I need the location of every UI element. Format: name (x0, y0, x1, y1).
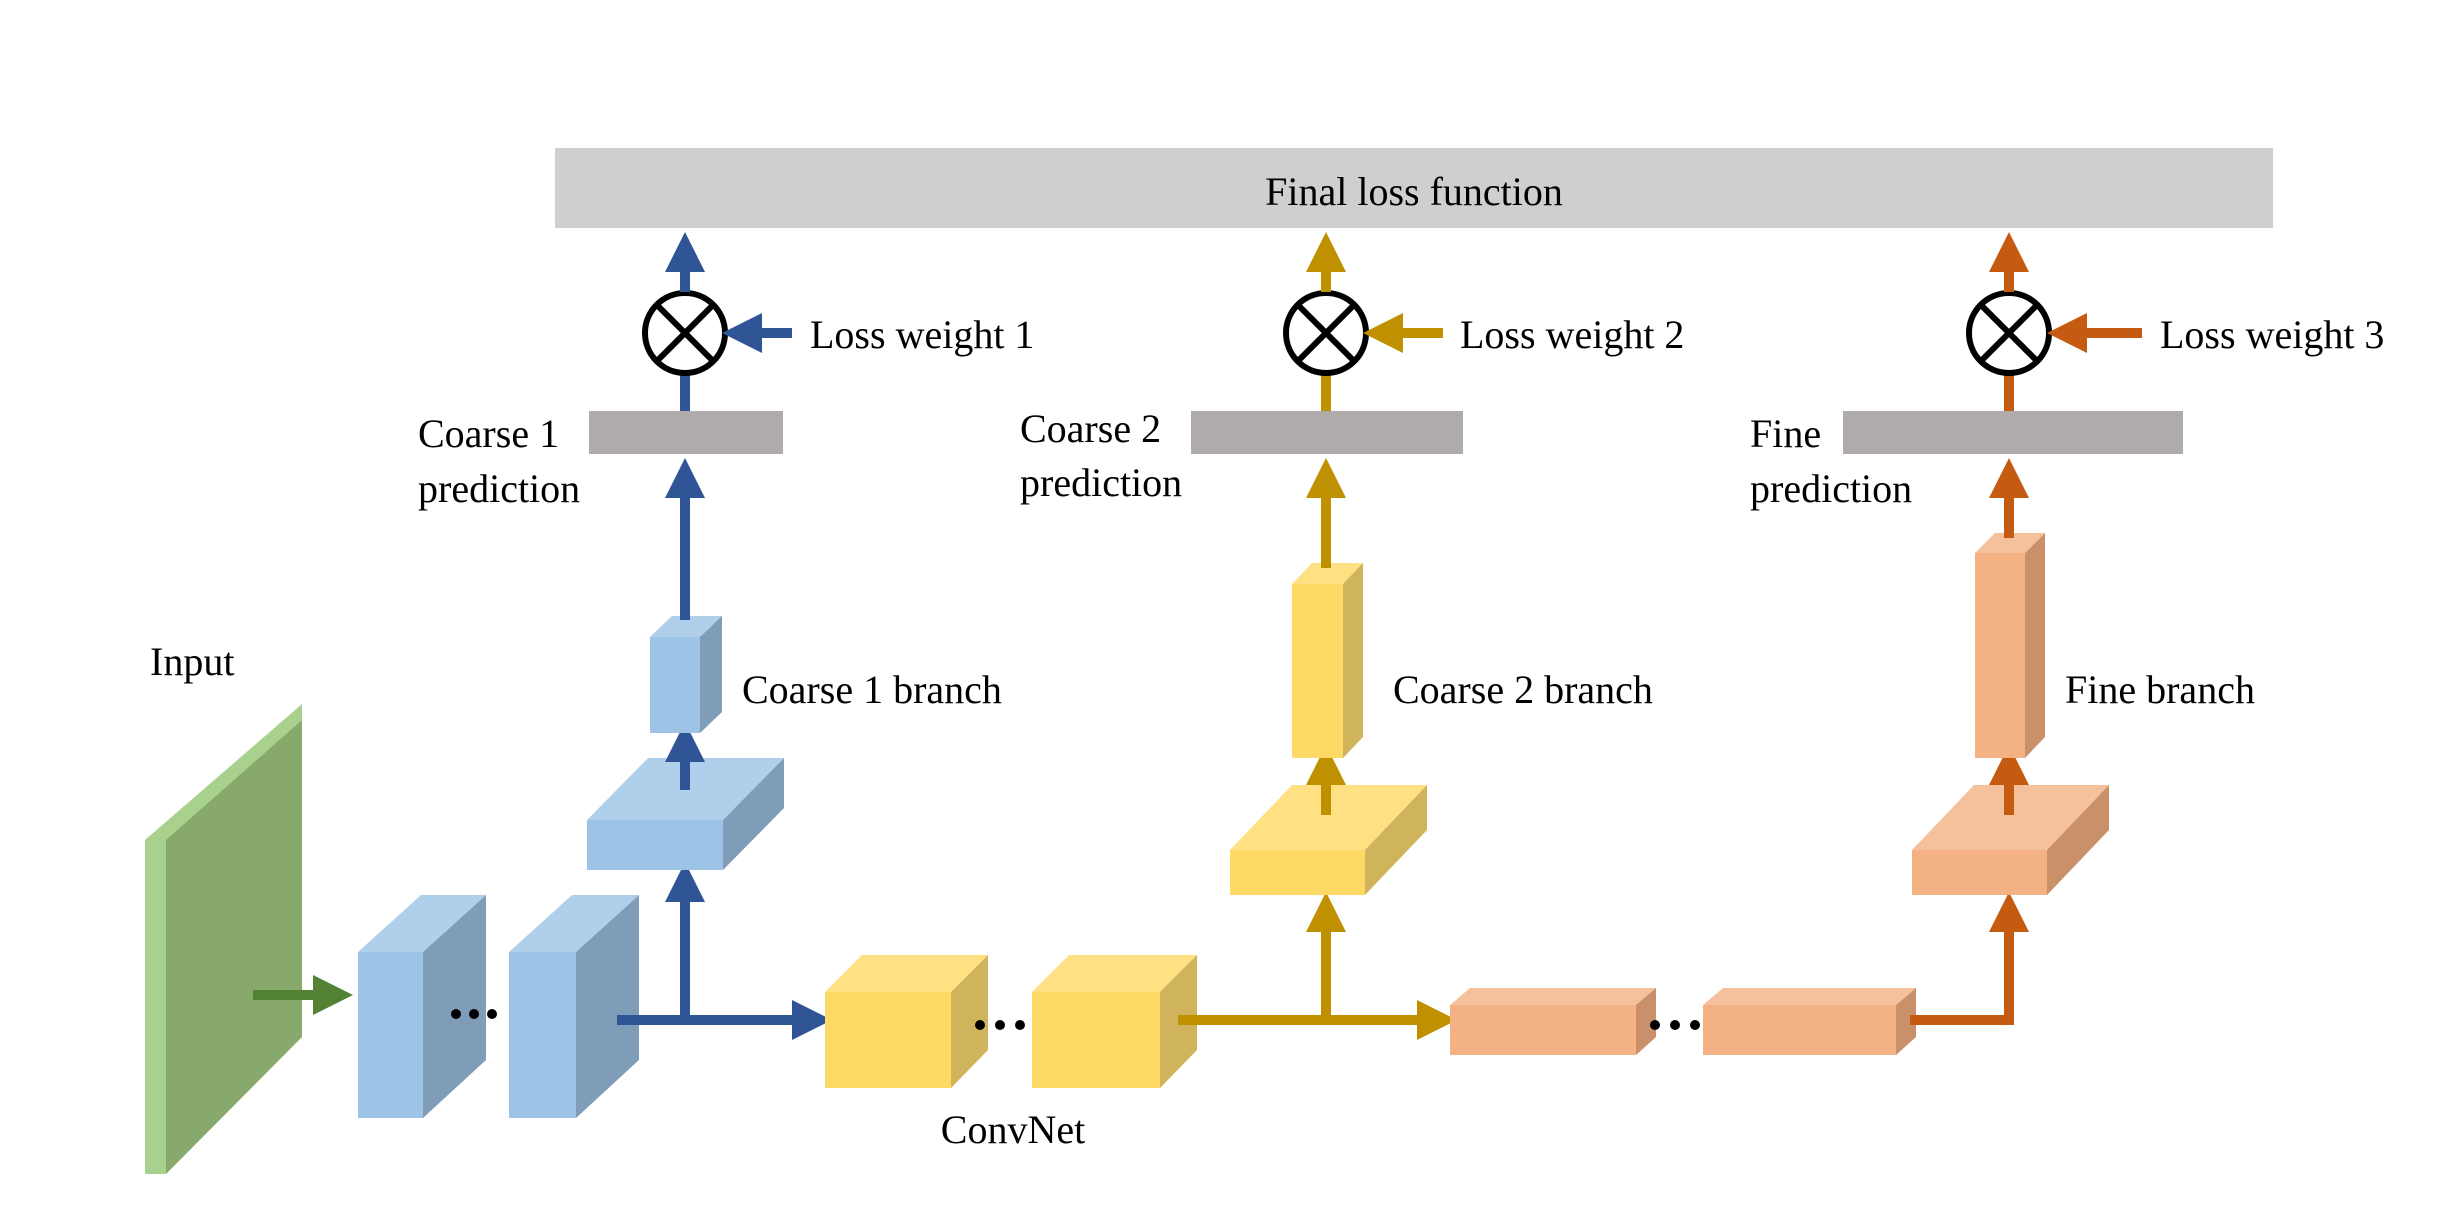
coarse1-block-tall (650, 616, 722, 733)
coarse2-block-tall (1292, 563, 1363, 758)
final-loss-function-box: Final loss function (555, 148, 2273, 228)
fine-prediction-label-line2: prediction (1750, 466, 1912, 511)
ellipsis-dots-2 (975, 1020, 1025, 1030)
loss-weight-2-label: Loss weight 2 (1460, 312, 1684, 357)
orange-to-fine-arrow (1910, 892, 2029, 1025)
backbone-block-2 (509, 895, 639, 1118)
input-plane (145, 704, 302, 1174)
convnet-block-2 (1032, 955, 1197, 1088)
coarse2-prediction-label-line2: prediction (1020, 460, 1182, 505)
convnet-block-1 (825, 955, 988, 1088)
coarse2-prediction-bar (1191, 411, 1463, 454)
coarse2-branch-label: Coarse 2 branch (1393, 667, 1653, 712)
coarse1-multiply-icon (642, 290, 728, 376)
fine-block-tall (1975, 533, 2045, 758)
loss-weight-1-label: Loss weight 1 (810, 312, 1034, 357)
fine-prediction-label-line1: Fine (1750, 411, 1821, 456)
backbone-block-1 (358, 895, 486, 1118)
ellipsis-dots-3 (1650, 1020, 1700, 1030)
coarse1-prediction-label-line1: Coarse 1 (418, 411, 559, 456)
fine-block-wide (1912, 785, 2109, 895)
coarse1-prediction-label-line2: prediction (418, 466, 580, 511)
fine-branch-label: Fine branch (2065, 667, 2255, 712)
fine-multiply-icon (1966, 290, 2052, 376)
fine-prediction-bar (1843, 411, 2183, 454)
coarse1-branch-label: Coarse 1 branch (742, 667, 1002, 712)
coarse2-prediction-label-line1: Coarse 2 (1020, 406, 1161, 451)
loss-weight-3-label: Loss weight 3 (2160, 312, 2384, 357)
convnet-label: ConvNet (941, 1107, 1085, 1152)
ellipsis-dots-1 (451, 1009, 497, 1019)
coarse2-multiply-icon (1283, 290, 1369, 376)
input-label: Input (150, 639, 234, 684)
final-loss-function-label: Final loss function (1265, 169, 1563, 214)
coarse1-prediction-bar (589, 411, 783, 454)
orange-block-2 (1703, 988, 1916, 1055)
orange-block-1 (1450, 988, 1656, 1055)
coarse2-block-wide (1230, 785, 1427, 895)
